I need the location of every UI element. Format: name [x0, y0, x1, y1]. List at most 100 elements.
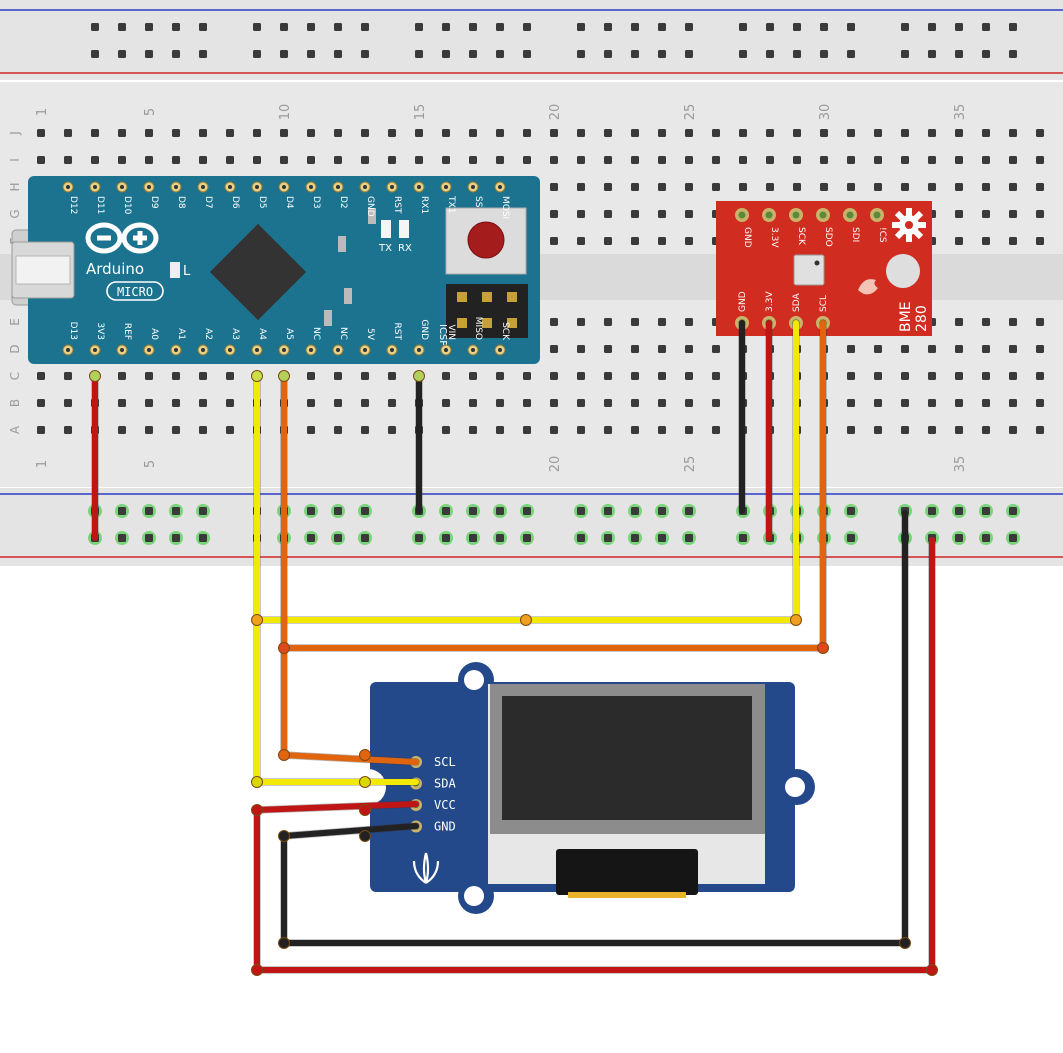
terminal-hole [523, 129, 531, 137]
terminal-hole [1036, 399, 1044, 407]
terminal-hole [928, 156, 936, 164]
terminal-hole [550, 129, 558, 137]
terminal-hole [1036, 183, 1044, 191]
rail-hole [766, 50, 774, 58]
terminal-hole [199, 156, 207, 164]
rail-hole [739, 23, 747, 31]
rail-hole [334, 23, 342, 31]
arduino-bottom-pin-label: GND [419, 319, 429, 340]
rail-hole [847, 507, 855, 515]
column-number-bottom: 35 [953, 456, 968, 473]
wire-bend [359, 804, 371, 816]
rail-hole [442, 534, 450, 542]
bme280-mounting-hole [886, 254, 920, 288]
column-number-top: 10 [278, 104, 293, 121]
terminal-hole [1036, 129, 1044, 137]
terminal-hole [577, 183, 585, 191]
terminal-hole [523, 156, 531, 164]
terminal-hole [172, 129, 180, 137]
terminal-hole [604, 156, 612, 164]
led-rx [399, 220, 409, 238]
terminal-hole [928, 129, 936, 137]
terminal-hole [982, 372, 990, 380]
rail-hole [928, 23, 936, 31]
terminal-hole [64, 426, 72, 434]
wire-bend [251, 964, 263, 976]
terminal-hole [604, 183, 612, 191]
grove-logo-icon [412, 852, 440, 884]
rail-hole [577, 23, 585, 31]
terminal-hole [820, 183, 828, 191]
rail-hole [1009, 507, 1017, 515]
bme280-top-pin-label: SCK [796, 227, 806, 246]
oled-pin-label: SCL [434, 755, 456, 769]
terminal-hole [847, 372, 855, 380]
terminal-hole [631, 372, 639, 380]
arduino-top-pin-label: D2 [338, 196, 348, 209]
rail-hole [631, 23, 639, 31]
arduino-top-pin-label: GND [365, 196, 375, 217]
terminal-hole [712, 399, 720, 407]
rail-hole [334, 534, 342, 542]
terminal-hole [658, 345, 666, 353]
rail-hole [442, 50, 450, 58]
arduino-top-pin-label: D3 [311, 196, 321, 209]
terminal-hole [361, 129, 369, 137]
terminal-hole [442, 372, 450, 380]
rail-hole [1009, 23, 1017, 31]
icsp-header [446, 284, 528, 338]
rail-hole [982, 507, 990, 515]
terminal-hole [334, 399, 342, 407]
terminal-hole [847, 129, 855, 137]
arduino-top-pin-hole [498, 185, 502, 189]
oled-screen [502, 696, 752, 820]
terminal-hole [388, 156, 396, 164]
usb-port-slot [15, 255, 71, 285]
arduino-top-pin-hole [120, 185, 124, 189]
terminal-hole [712, 426, 720, 434]
terminal-hole [118, 426, 126, 434]
row-letter: H [8, 182, 22, 191]
terminal-hole [982, 426, 990, 434]
terminal-hole [523, 372, 531, 380]
bme280-bottom-pin-label: SDA [792, 293, 802, 312]
terminal-hole [712, 156, 720, 164]
arduino-bottom-pin-hole [201, 348, 205, 352]
terminal-hole [901, 156, 909, 164]
rail-hole [172, 23, 180, 31]
column-number-top: 35 [953, 104, 968, 121]
led-tx [381, 220, 391, 238]
arduino-bottom-pin-label: A3 [230, 328, 240, 340]
terminal-hole [469, 426, 477, 434]
terminal-hole [334, 426, 342, 434]
terminal-hole [712, 183, 720, 191]
bme280-bottom-pin-label: GND [738, 291, 748, 312]
rail-hole [1009, 534, 1017, 542]
arduino-bottom-pin-hole [93, 348, 97, 352]
arduino-bottom-pin-hole [336, 348, 340, 352]
oled-ribbon-strip [568, 892, 686, 898]
rail-hole [604, 50, 612, 58]
column-number-top: 30 [818, 104, 833, 121]
row-letter: J [8, 131, 22, 136]
reset-button[interactable] [467, 221, 505, 259]
bme280-top-pin-label: 3.3V [769, 227, 779, 248]
rail-hole [496, 534, 504, 542]
terminal-hole [145, 156, 153, 164]
terminal-hole [37, 156, 45, 164]
wire-bend [278, 937, 290, 949]
terminal-hole [793, 129, 801, 137]
terminal-hole [361, 426, 369, 434]
terminal-hole [388, 372, 396, 380]
rail-hole [631, 50, 639, 58]
terminal-hole [361, 372, 369, 380]
terminal-hole [901, 426, 909, 434]
terminal-hole [631, 210, 639, 218]
arduino-top-pin-hole [147, 185, 151, 189]
terminal-hole [982, 399, 990, 407]
terminal-hole [631, 426, 639, 434]
bme280-top-pin-label: GND [742, 227, 752, 248]
led-l-label: L [183, 264, 191, 279]
rail-hole [442, 23, 450, 31]
arduino-bottom-pin-hole [120, 348, 124, 352]
